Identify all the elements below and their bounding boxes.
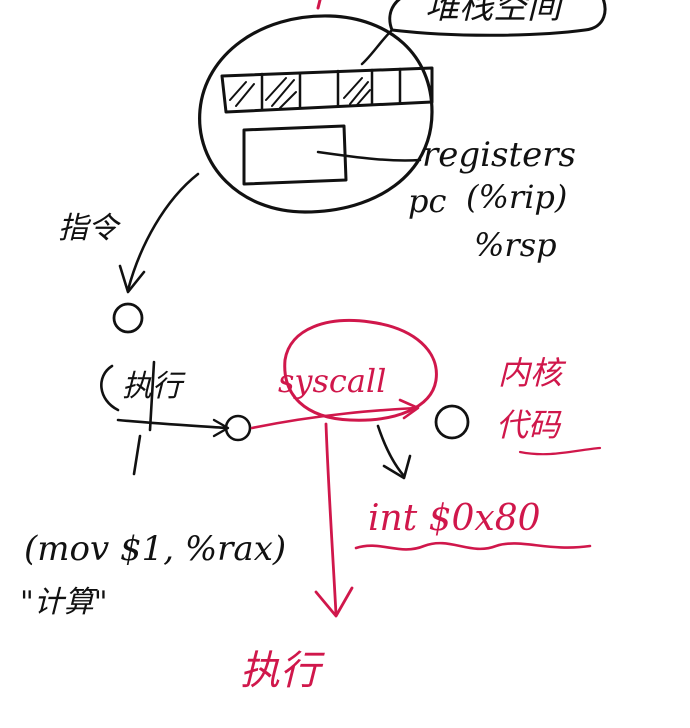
kernel-node: [434, 404, 470, 440]
syscall-bubble: syscall: [250, 319, 438, 430]
kernel-label-2: 代码: [496, 406, 562, 444]
run-arrow: [314, 422, 354, 618]
registers-label: registers: [422, 135, 576, 175]
int80-underline: [354, 541, 592, 551]
kernel-label-1: 内核: [498, 354, 567, 392]
registers-box: [242, 124, 422, 186]
kernel-underline: [518, 446, 602, 456]
top-bubble-label: 堆栈空间: [425, 0, 565, 27]
state-node-2: [224, 414, 252, 442]
exec-block: 执行: [100, 360, 230, 476]
instruction-arrow: [118, 172, 200, 294]
syscall-down-arrow: [376, 424, 412, 480]
rip-label: (%rip): [466, 178, 567, 216]
run-label: 执行: [240, 648, 325, 694]
state-node-1: [112, 302, 144, 334]
top-bubble: 堆栈空间: [388, 0, 607, 37]
instruction-label: 指令: [58, 211, 121, 246]
compute-label: "计算": [20, 585, 108, 620]
mov-instruction: (mov $1, %rax): [24, 529, 286, 569]
memory-stack-box: [220, 28, 434, 114]
pc-label: pc: [408, 182, 446, 220]
rsp-label: %rsp: [474, 226, 557, 264]
int80-label: int $0x80: [368, 498, 541, 539]
syscall-label: syscall: [278, 362, 386, 400]
process-circle: [198, 0, 434, 214]
